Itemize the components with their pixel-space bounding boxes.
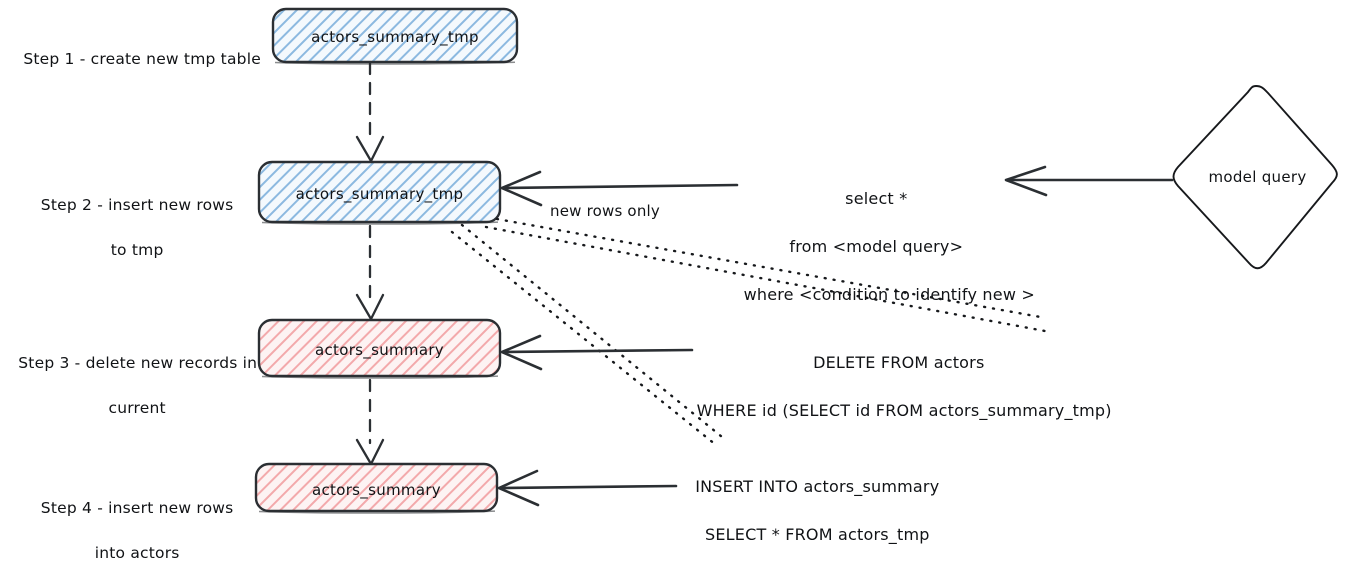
annotation-insert-sql: INSERT INTO actors_summary SELECT * FROM… [683,451,941,547]
step-label-3: Step 3 - delete new records in current [8,330,258,420]
node-label-model-query: model query [1208,168,1307,186]
arrow-model-query-to-sql [1004,165,1174,197]
node-box [257,160,502,224]
step-label-3-line2: current [108,399,166,418]
annotation-model-query-sql: select * from <model query> where <condi… [733,163,1035,307]
dotted-links-to-delete-sql [484,217,1048,333]
step-label-4: Step 4 - insert new rows into actors [8,475,256,565]
node-label-actors-summary-tmp-1: actors_summary_tmp [311,28,479,46]
step-label-4-line1: Step 4 - insert new rows [40,499,234,518]
annotation-delete-sql: DELETE FROM actors WHERE id (SELECT id F… [686,327,1112,423]
arrow-delete-into-actors-summary [500,334,694,371]
arrow-step3-to-step4 [355,378,385,466]
step-label-1: Step 1 - create new tmp table [8,26,266,71]
node-box [254,462,499,513]
arrow-insert-into-actors-summary [497,469,678,507]
node-model-query[interactable] [1172,85,1338,270]
node-box [271,7,519,64]
node-box [257,318,502,378]
step-label-4-line2: into actors [94,544,180,563]
arrow-step2-to-step3 [355,224,385,321]
node-label-actors-summary-tmp-2: actors_summary_tmp [295,185,464,203]
node-box-sketch-underline [274,61,516,65]
step-label-3-line1: Step 3 - delete new records in [18,354,258,373]
model-query-sql-line1: select * [845,189,908,208]
diagram-canvas [254,7,1338,514]
model-query-sql-line2: from <model query> [789,237,964,256]
node-label-actors-summary-1: actors_summary [315,341,444,359]
node-box-sketch-underline [261,375,499,379]
node-box-sketch-underline [258,510,496,514]
model-query-sql-line3: where <condition to identify new > [743,285,1035,304]
node-label-actors-summary-2: actors_summary [312,481,441,499]
node-actors-summary-2[interactable] [254,462,499,514]
node-actors-summary-1[interactable] [257,318,502,379]
node-actors-summary-tmp-1[interactable] [271,7,519,65]
dotted-links-to-insert-sql [450,223,729,447]
step-label-2-line2: to tmp [110,241,164,260]
delete-sql-line2: WHERE id (SELECT id FROM actors_summary_… [696,401,1112,420]
arrow-new-rows-into-tmp [500,170,739,207]
arrow-step1-to-step2 [355,61,385,163]
node-box-sketch-underline [261,221,499,225]
insert-sql-line1: INSERT INTO actors_summary [695,477,940,496]
step-label-2-line1: Step 2 - insert new rows [40,196,234,215]
step-label-1-line1: Step 1 - create new tmp table [23,50,261,69]
node-actors-summary-tmp-2[interactable] [257,160,502,225]
step-label-2: Step 2 - insert new rows to tmp [8,172,256,262]
delete-sql-line1: DELETE FROM actors [813,353,985,372]
edge-label-new-rows-only: new rows only [550,202,660,220]
node-diamond [1172,85,1338,270]
